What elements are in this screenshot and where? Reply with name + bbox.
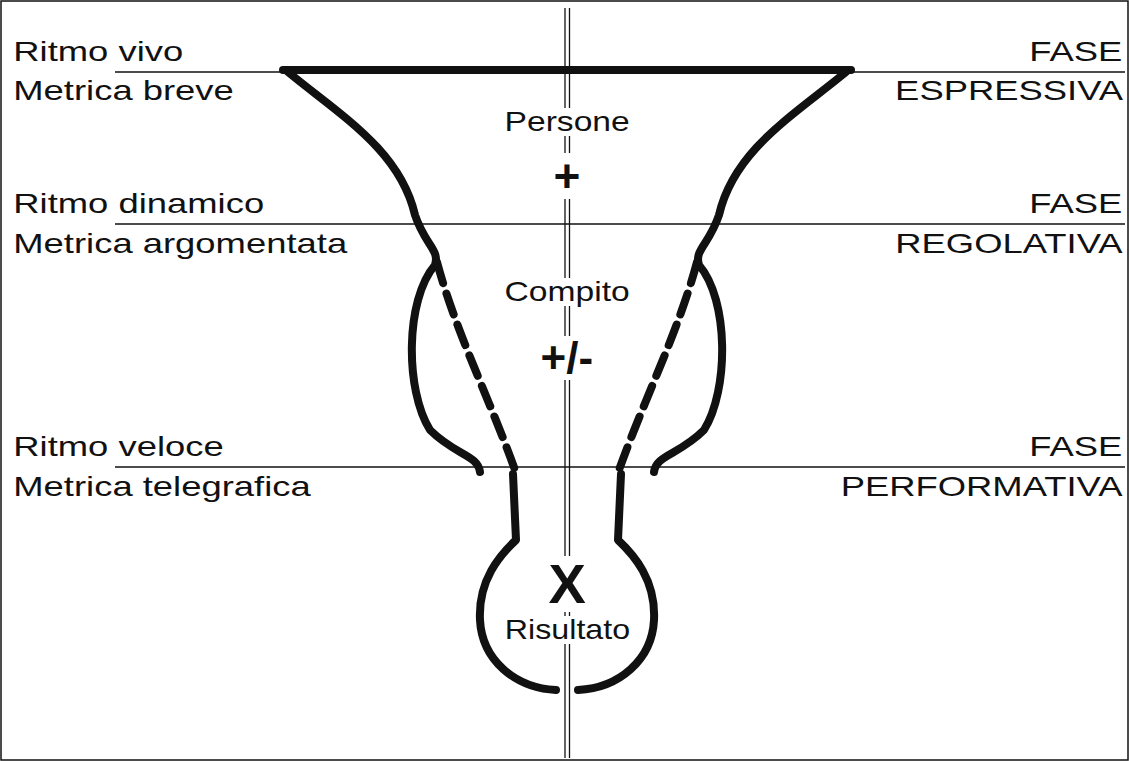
bulb-wall bbox=[578, 474, 654, 690]
phase-label: REGOLATIVA bbox=[894, 230, 1124, 258]
phase-label: FASE bbox=[1028, 190, 1124, 218]
operator-symbol: + bbox=[551, 153, 584, 199]
text-slot: Persone bbox=[512, 108, 622, 136]
vase-node: Persone + Compito +/- X Risultato bbox=[270, 50, 870, 710]
phase-label: ESPRESSIVA bbox=[893, 77, 1124, 105]
rhythm-label: Ritmo dinamico bbox=[12, 190, 265, 218]
vase-wall bbox=[654, 72, 846, 472]
text-slot: X bbox=[546, 556, 589, 612]
rhythm-label: Ritmo vivo bbox=[12, 38, 185, 66]
label-slot: ESPRESSIVA bbox=[947, 77, 1124, 105]
metric-label: Metrica breve bbox=[12, 77, 235, 105]
stage-label: Persone bbox=[501, 108, 633, 136]
label-slot: Ritmo dinamico bbox=[12, 190, 207, 218]
label-slot: Metrica telegrafica bbox=[12, 473, 243, 501]
vase-rim bbox=[283, 66, 851, 74]
text-slot: Risultato bbox=[510, 616, 625, 644]
phase-label: PERFORMATIVA bbox=[840, 473, 1124, 501]
operator-symbol: +/- bbox=[538, 336, 597, 380]
label-slot: FASE bbox=[1050, 433, 1124, 461]
text-slot: Compito bbox=[512, 278, 622, 306]
label-slot: Ritmo veloce bbox=[12, 433, 176, 461]
operator-symbol: X bbox=[546, 556, 589, 612]
phase-line bbox=[115, 223, 1125, 225]
label-slot: Metrica argomentata bbox=[12, 230, 271, 258]
rhythm-label: Ritmo veloce bbox=[12, 433, 225, 461]
label-slot: FASE bbox=[1050, 190, 1124, 218]
text-slot: + bbox=[551, 153, 584, 199]
metric-label: Metrica telegrafica bbox=[12, 473, 312, 501]
stage-label: Risultato bbox=[501, 616, 633, 644]
label-slot: Metrica breve bbox=[12, 77, 184, 105]
stage-label: Compito bbox=[501, 278, 633, 306]
text-slot: +/- bbox=[538, 336, 597, 380]
label-slot: REGOLATIVA bbox=[947, 230, 1124, 258]
phase-label: FASE bbox=[1028, 38, 1124, 66]
vase-wall bbox=[288, 72, 480, 472]
phase-label: FASE bbox=[1028, 433, 1124, 461]
label-slot: Ritmo vivo bbox=[12, 38, 145, 66]
metric-label: Metrica argomentata bbox=[12, 230, 348, 258]
label-slot: PERFORMATIVA bbox=[905, 473, 1124, 501]
label-slot: FASE bbox=[1050, 38, 1124, 66]
